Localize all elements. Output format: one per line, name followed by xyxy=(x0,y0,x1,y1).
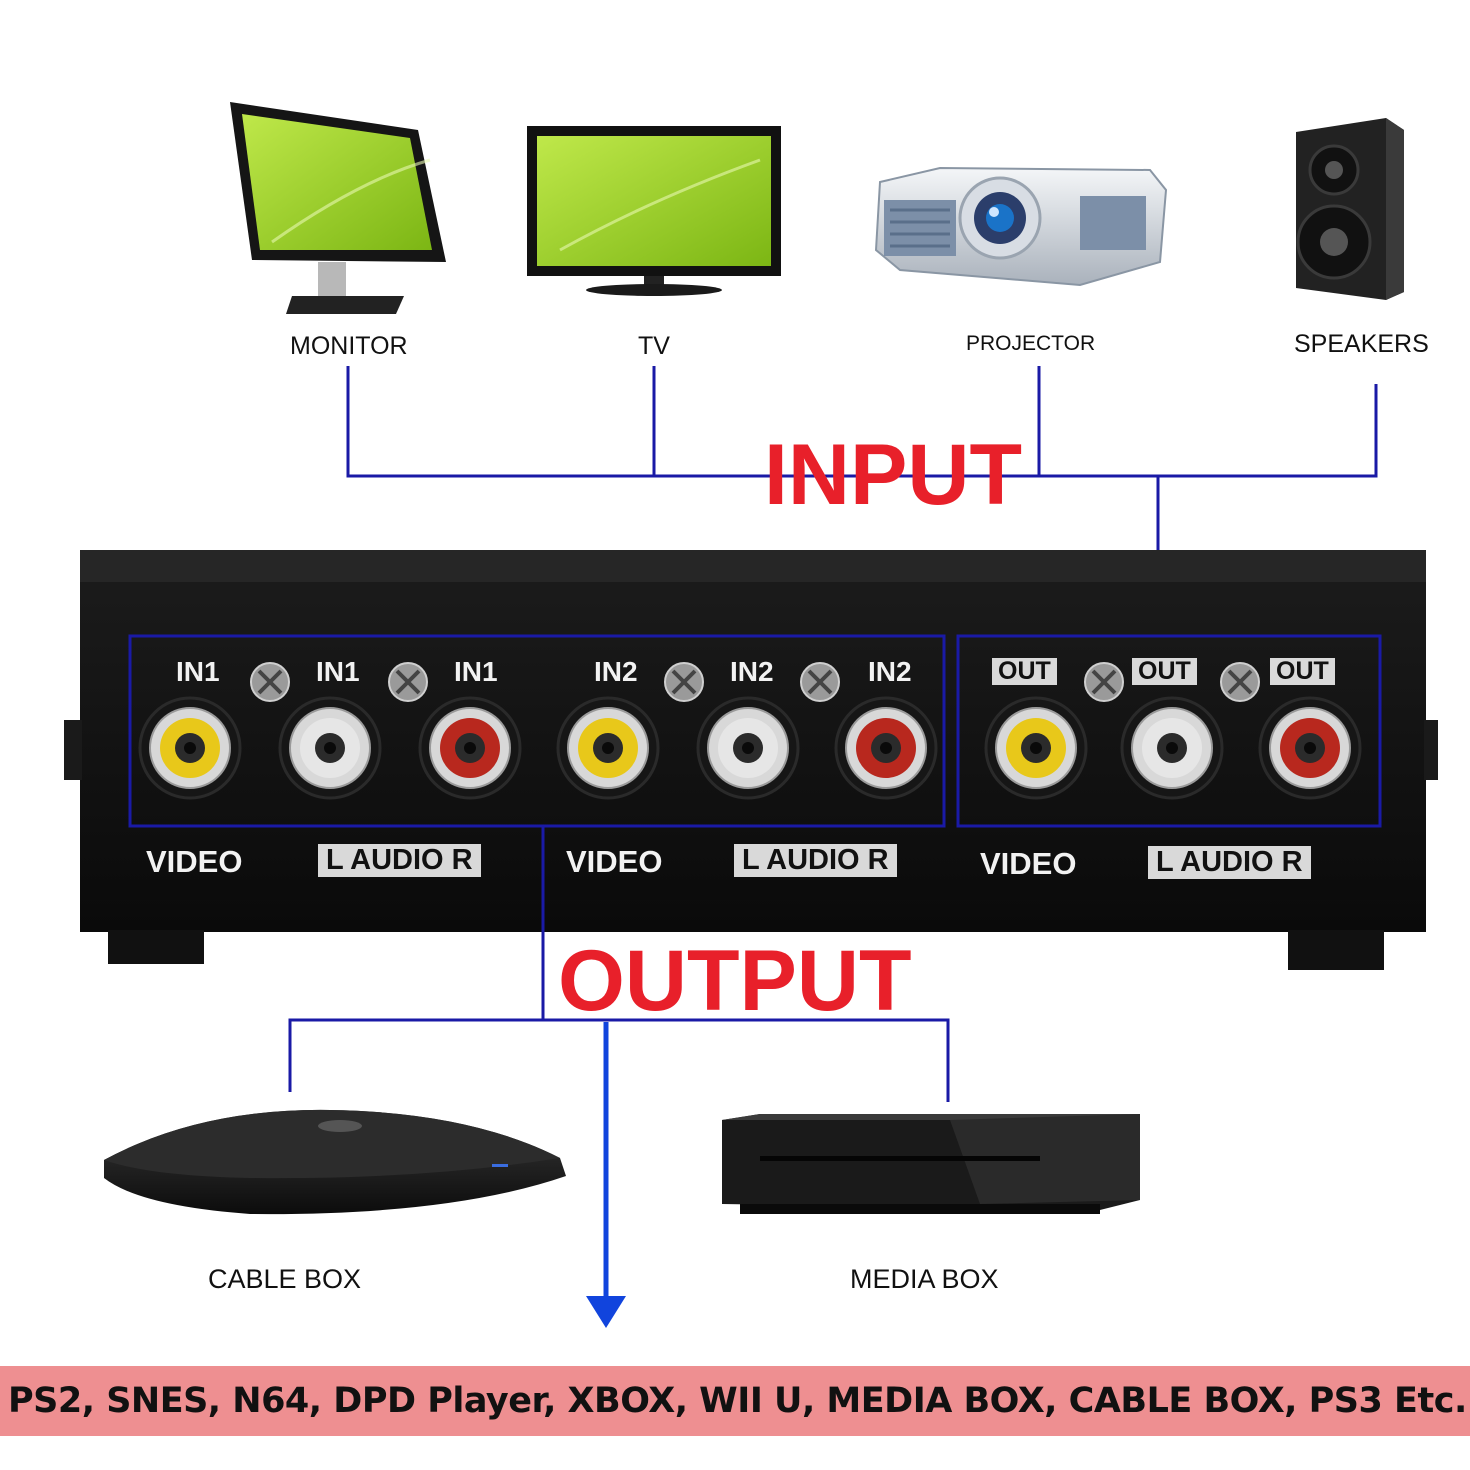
monitor-icon xyxy=(230,102,446,314)
in2-audio-r-label: IN2 xyxy=(868,656,912,687)
screw-icon xyxy=(1220,662,1260,702)
out-audio-r-label: OUT xyxy=(1270,658,1335,685)
compatible-devices-text: PS2, SNES, N64, DPD Player, XBOX, WII U,… xyxy=(8,1381,1470,1421)
input-port-group-outline xyxy=(128,634,946,828)
down-arrow-icon xyxy=(586,1022,626,1328)
audio-label-in1: L AUDIO R xyxy=(318,844,481,877)
rca-jack[interactable] xyxy=(418,696,522,800)
input-heading: INPUT xyxy=(764,427,1022,523)
compatible-devices-banner: PS2, SNES, N64, DPD Player, XBOX, WII U,… xyxy=(0,1366,1470,1436)
output-port-group-outline xyxy=(956,634,1382,828)
rca-jack[interactable] xyxy=(834,696,938,800)
audio-label-out: L AUDIO R xyxy=(1148,846,1311,879)
rca-jack[interactable] xyxy=(1120,696,1224,800)
screw-icon xyxy=(800,662,840,702)
screw-icon xyxy=(388,662,428,702)
out-audio-l-label: OUT xyxy=(1132,658,1197,685)
rca-jack[interactable] xyxy=(138,696,242,800)
rca-jack[interactable] xyxy=(984,696,1088,800)
rca-jack[interactable] xyxy=(278,696,382,800)
cable-box-icon xyxy=(104,1109,566,1215)
audio-label-in2: L AUDIO R xyxy=(734,844,897,877)
video-label-in1: VIDEO xyxy=(146,844,243,879)
screw-icon xyxy=(1084,662,1124,702)
rca-jack[interactable] xyxy=(556,696,660,800)
media-box-label: MEDIA BOX xyxy=(850,1264,999,1294)
rca-jack[interactable] xyxy=(1258,696,1362,800)
screw-icon xyxy=(250,662,290,702)
in1-audio-l-label: IN1 xyxy=(316,656,360,687)
video-label-out: VIDEO xyxy=(980,846,1077,881)
output-connector-lines xyxy=(288,826,950,1102)
video-label-in2: VIDEO xyxy=(566,844,663,879)
projector-label: PROJECTOR xyxy=(966,332,1096,355)
in1-audio-r-label: IN1 xyxy=(454,656,498,687)
tv-icon xyxy=(527,126,781,296)
tv-label: TV xyxy=(638,332,670,360)
rca-jack[interactable] xyxy=(696,696,800,800)
media-box-icon xyxy=(722,1114,1140,1214)
projector-icon xyxy=(874,166,1168,287)
rca-jacks xyxy=(138,696,1362,800)
out-video-label: OUT xyxy=(992,658,1057,685)
in2-audio-l-label: IN2 xyxy=(730,656,774,687)
cable-box-label: CABLE BOX xyxy=(208,1264,362,1294)
speakers-label: SPEAKERS xyxy=(1294,330,1429,358)
screw-icon xyxy=(664,662,704,702)
monitor-label: MONITOR xyxy=(290,332,408,360)
in2-video-label: IN2 xyxy=(594,656,638,687)
output-heading: OUTPUT xyxy=(558,933,912,1029)
speaker-icon xyxy=(1296,118,1404,300)
in1-video-label: IN1 xyxy=(176,656,220,687)
panel-screws xyxy=(250,662,1260,702)
